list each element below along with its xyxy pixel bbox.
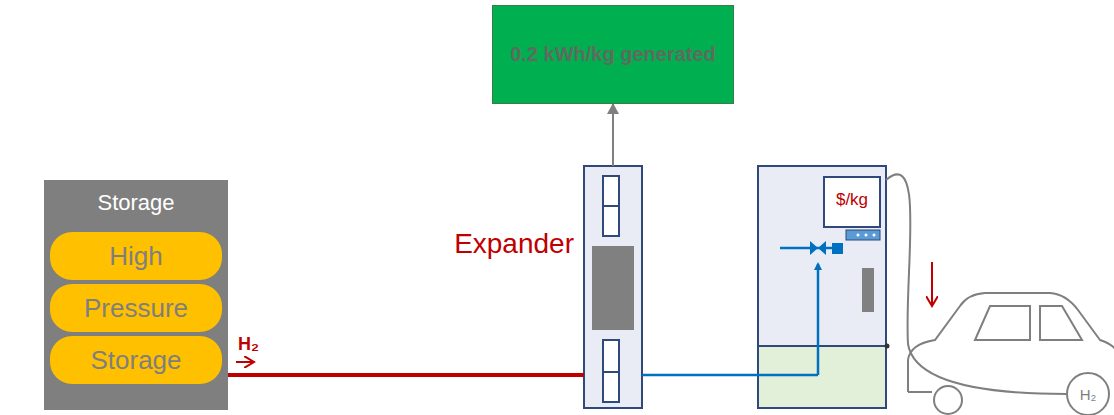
node-text: $/kg [826, 190, 878, 210]
connector [886, 174, 1066, 394]
node-text: 0.2 kWh/kg generated [510, 43, 716, 66]
node-text: H₂ [1080, 386, 1097, 403]
dispenser-node: $/kg [758, 166, 886, 408]
storage-pill: Pressure [50, 284, 222, 332]
node-text: Storage [90, 345, 181, 376]
car-outline [908, 293, 1114, 414]
flow-arrow [931, 262, 933, 306]
node-text: Pressure [84, 293, 188, 324]
flow-arrow [236, 361, 254, 363]
h2-badge: H₂ [1066, 372, 1110, 415]
storage-box: StorageHighPressureStorage [44, 180, 228, 410]
storage-pill: Storage [50, 336, 222, 384]
connector [642, 374, 758, 377]
energy-box: 0.2 kWh/kg generated [492, 5, 734, 104]
expander-node: Expander [584, 166, 642, 408]
expander-device [584, 166, 642, 408]
node-text: Expander [388, 228, 574, 260]
connector [612, 104, 614, 166]
node-text: Storage [44, 180, 228, 216]
flow-label: H₂ [238, 334, 259, 355]
node-text: High [109, 241, 162, 272]
storage-pill: High [50, 232, 222, 280]
connector [228, 373, 584, 377]
dispenser-device [758, 166, 890, 408]
